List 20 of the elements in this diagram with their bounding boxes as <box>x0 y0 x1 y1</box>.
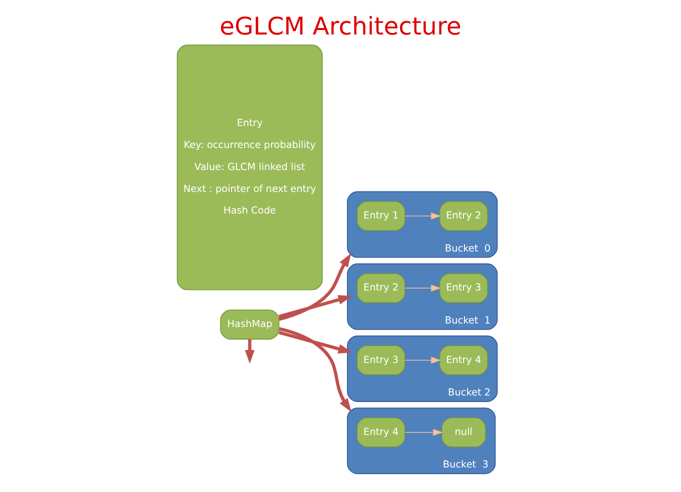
arrow <box>278 327 352 412</box>
arrow <box>278 330 352 354</box>
node-box: Entry 3 <box>439 273 488 304</box>
node-box: Entry 1 <box>356 201 406 231</box>
arrow <box>404 428 443 436</box>
node-box: Entry Key: occurrence probability Value: GLCM linked list Next : pointer of next entry Hash Code <box>176 44 323 290</box>
node-box: null <box>441 417 486 448</box>
arrow <box>278 295 352 318</box>
arrow <box>244 339 255 364</box>
node-box: Entry 3 <box>356 345 406 376</box>
arrow <box>404 212 441 220</box>
node-box: Entry 2 <box>439 201 488 231</box>
arrow <box>278 253 352 321</box>
diagram-title: eGLCM Architecture <box>220 12 462 41</box>
node-box: Entry 4 <box>439 345 488 376</box>
node-box: Entry 4 <box>356 417 406 448</box>
node-box: Entry 2 <box>356 273 406 304</box>
arrow <box>404 356 441 364</box>
arrow <box>404 284 441 292</box>
node-box: HashMap <box>220 310 280 340</box>
